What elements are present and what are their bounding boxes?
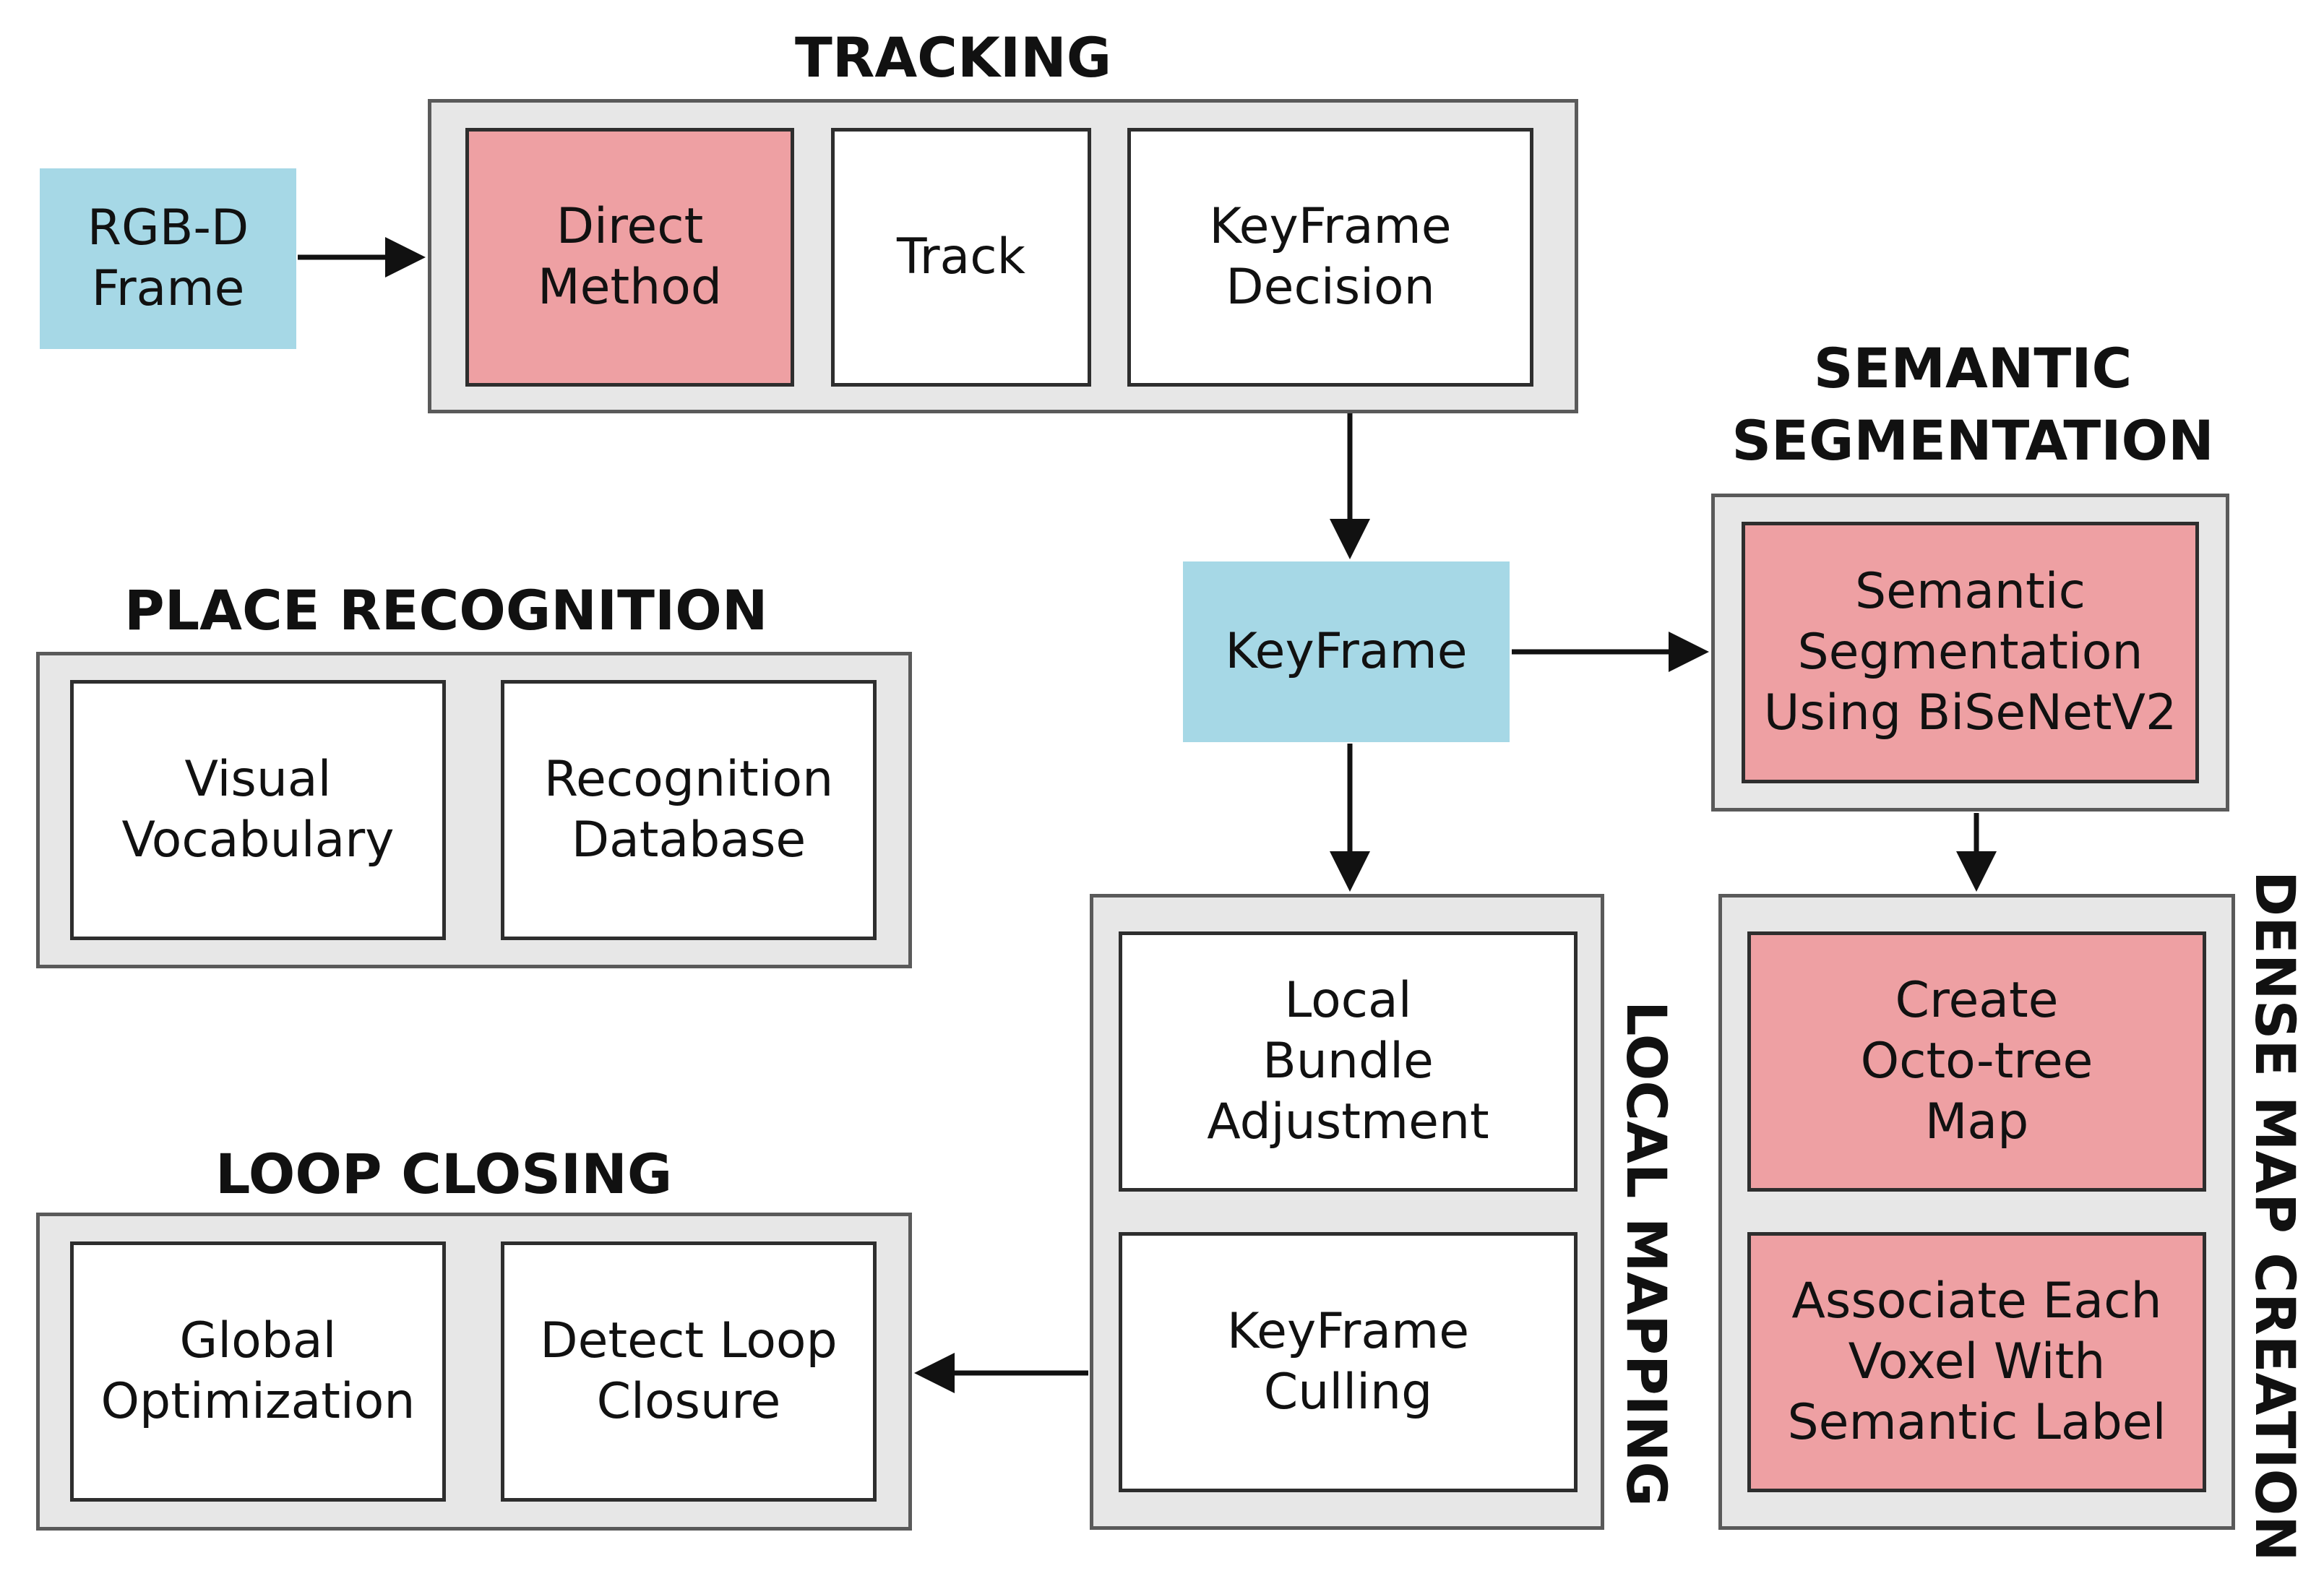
direct-method-box: Direct Method [465,128,794,387]
dense-map-creation-title: DENSE MAP CREATION [2243,871,2307,1562]
rgbd-frame-box: RGB-D Frame [40,168,296,349]
recognition-database-box: Recognition Database [501,680,877,940]
keyframe-decision-box: KeyFrame Decision [1127,128,1533,387]
detect-loop-closure-box: Detect Loop Closure [501,1241,877,1502]
associate-voxel-box: Associate Each Voxel With Semantic Label [1747,1232,2206,1492]
keyframe-box: KeyFrame [1183,561,1510,742]
track-box: Track [831,128,1091,387]
global-optimization-box: Global Optimization [70,1241,446,1502]
create-octo-tree-map-box: Create Octo-tree Map [1747,931,2206,1192]
loop-closing-title: LOOP CLOSING [215,1142,673,1206]
tracking-title: TRACKING [795,25,1112,90]
local-mapping-title: LOCAL MAPPING [1614,1001,1679,1507]
semantic-segmentation-title: SEMANTIC SEGMENTATION [1731,336,2214,473]
keyframe-culling-box: KeyFrame Culling [1119,1232,1578,1492]
visual-vocabulary-box: Visual Vocabulary [70,680,446,940]
local-bundle-adjustment-box: Local Bundle Adjustment [1119,931,1578,1192]
semantic-segmentation-box: Semantic Segmentation Using BiSeNetV2 [1742,522,2199,783]
place-recognition-title: PLACE RECOGNITION [124,578,768,642]
